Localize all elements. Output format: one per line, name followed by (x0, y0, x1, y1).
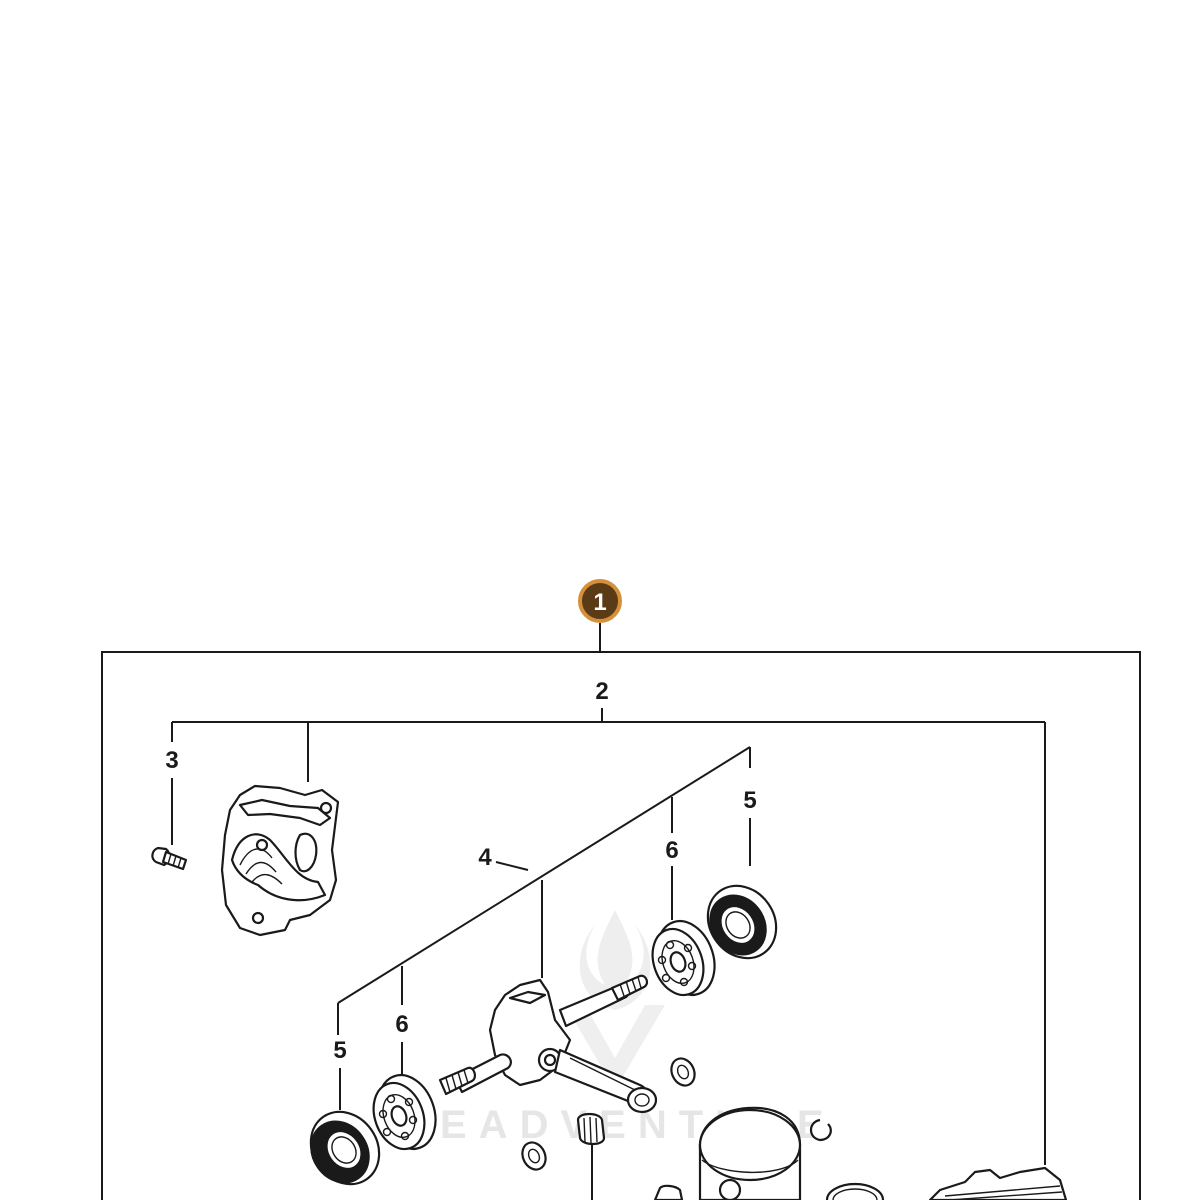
callout-number: 1 (593, 589, 606, 616)
callout-1[interactable]: 1 (578, 579, 622, 623)
oil-seal-right-part[interactable] (694, 873, 790, 972)
cylinder-part[interactable] (928, 1166, 1068, 1200)
label-3: 3 (165, 747, 178, 774)
bracket-diagonal (337, 746, 751, 1004)
crankshaft-part[interactable] (438, 974, 658, 1114)
washer-small-part[interactable] (667, 1055, 699, 1090)
label-4: 4 (478, 844, 492, 871)
washer-piston-part[interactable] (518, 1139, 550, 1174)
callout-badge (578, 579, 622, 623)
piston-ring-part[interactable] (825, 1182, 885, 1200)
label-6-left: 6 (395, 1011, 408, 1038)
needle-bearing-part[interactable] (576, 1112, 606, 1146)
oil-seal-left-part[interactable] (297, 1099, 393, 1198)
watermark-v-icon (565, 1005, 665, 1090)
label-5-left: 5 (333, 1037, 346, 1064)
assembly-frame (101, 651, 1141, 1200)
crankcase-half-part[interactable] (220, 784, 340, 937)
piston-pin-part[interactable] (653, 1184, 684, 1200)
bracket-group-2 (171, 708, 1046, 1165)
label-5-right: 5 (743, 787, 756, 814)
label-6-right: 6 (665, 837, 678, 864)
ball-bearing-right-part[interactable] (644, 913, 725, 1003)
circlip-part[interactable] (809, 1118, 832, 1142)
label-2: 2 (595, 678, 608, 705)
ball-bearing-left-part[interactable] (365, 1067, 446, 1157)
screw-part[interactable] (151, 846, 188, 871)
piston-part[interactable] (698, 1106, 802, 1200)
leader-4-tick (495, 861, 529, 871)
